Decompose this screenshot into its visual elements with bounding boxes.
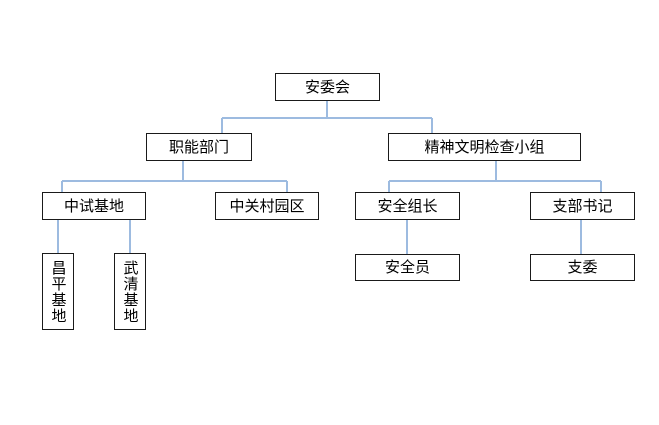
- node-changping-base: 昌平基地: [42, 253, 74, 330]
- node-wuqing-base: 武清基地: [114, 253, 146, 330]
- node-zhongguancun-park: 中关村园区: [215, 192, 319, 220]
- node-safety-officer: 安全员: [355, 254, 460, 281]
- node-branch-committee: 支委: [530, 254, 635, 281]
- node-safety-leader: 安全组长: [355, 192, 460, 220]
- node-zhongshi-base: 中试基地: [42, 192, 146, 220]
- node-functional-dept: 职能部门: [146, 133, 252, 161]
- node-root: 安委会: [275, 73, 380, 101]
- node-branch-secretary: 支部书记: [530, 192, 635, 220]
- node-spiritual-group: 精神文明检查小组: [388, 133, 581, 161]
